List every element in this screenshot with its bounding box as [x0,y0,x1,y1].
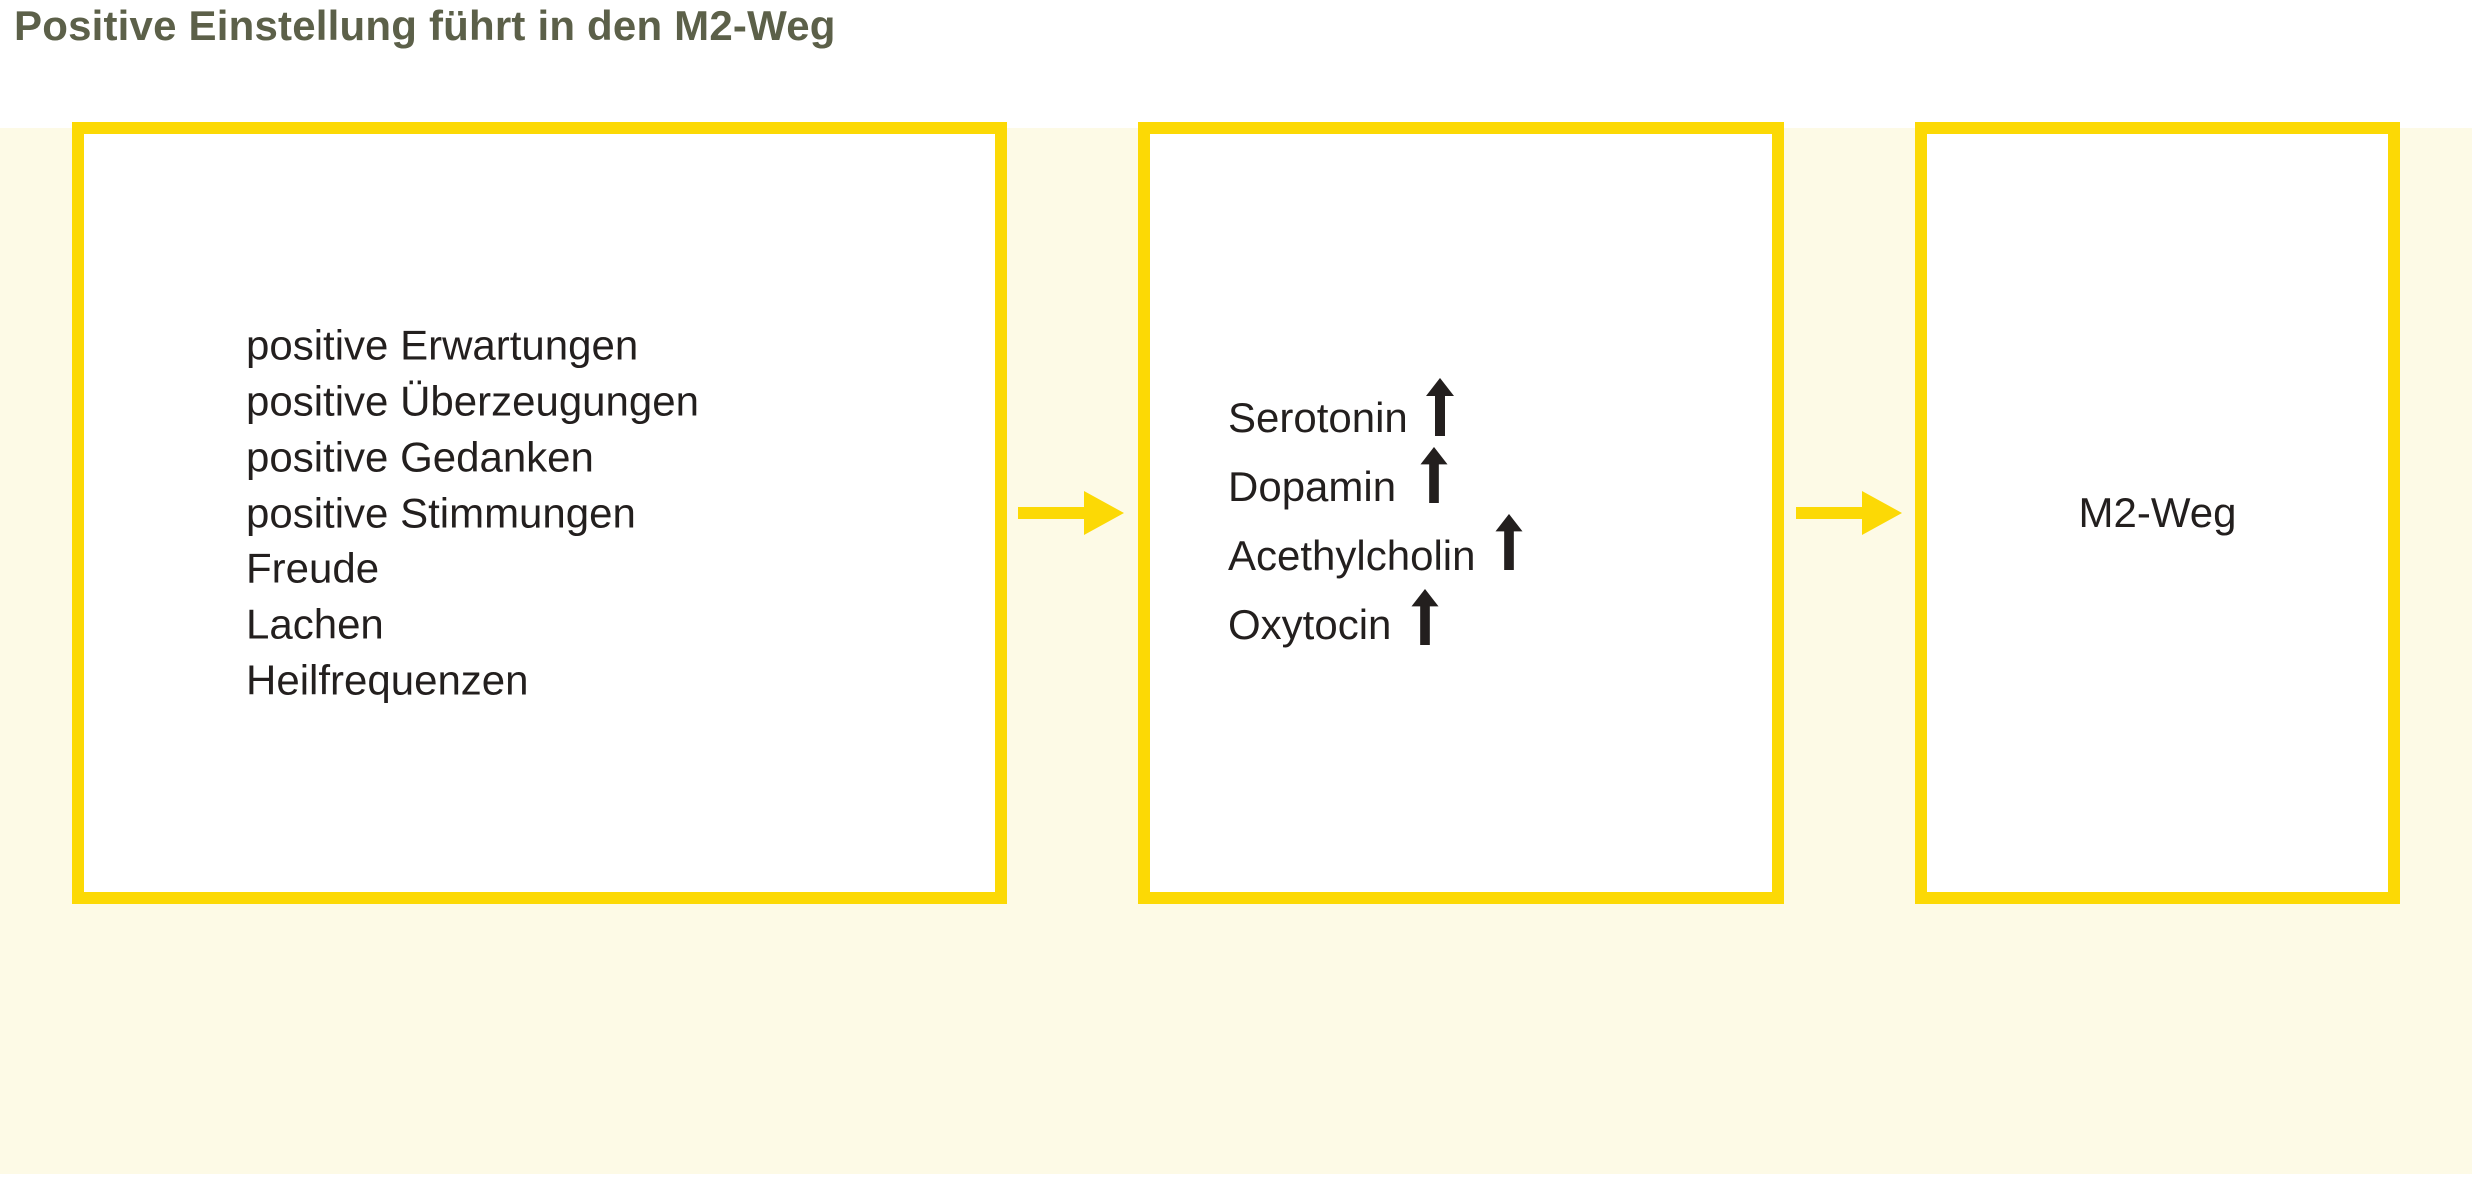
connector-arrow-2 [1796,477,1904,549]
list-item: Dopamin [1228,445,1772,514]
arrow-up-icon [1411,589,1439,646]
list-item: Freude [246,544,380,592]
flow-row: positive Erwartungen positive Überzeugun… [0,122,2472,916]
list-item: Lachen [246,600,384,648]
neurotransmitter-label: Acethylcholin [1228,532,1476,579]
flow-box-outcome: M2-Weg [1915,122,2400,904]
page-title: Positive Einstellung führt in den M2-Weg [14,2,836,49]
connector-arrow-1 [1018,477,1126,549]
list-item: positive Stimmungen [246,489,636,537]
list-item: Oxytocin [1228,583,1772,652]
neurotransmitter-label: Serotonin [1228,393,1408,441]
list-item: positive Überzeugungen [246,377,699,425]
list-item: Heilfrequenzen [246,656,529,704]
flow-box-inputs: positive Erwartungen positive Überzeugun… [72,122,1007,904]
list-item: positive Erwartungen [246,321,639,369]
list-item: Serotonin [1228,374,1772,445]
positive-inputs-list: positive Erwartungen positive Überzeugun… [84,317,995,708]
list-item: Acethylcholin [1228,514,1772,583]
neurotransmitter-label: Oxytocin [1228,601,1392,649]
flow-box-inputs-body: positive Erwartungen positive Überzeugun… [84,317,995,708]
arrow-up-icon [1425,377,1454,436]
arrow-right-icon [1796,477,1904,549]
flow-box-neurotransmitters: Serotonin Dopamin [1138,122,1784,904]
neurotransmitter-label: Dopamin [1228,462,1397,510]
arrow-up-icon [1420,446,1448,503]
arrow-right-icon [1018,477,1126,549]
outcome-label: M2-Weg [2078,489,2237,536]
list-item: positive Gedanken [246,433,594,481]
neurotransmitter-list: Serotonin Dopamin [1150,374,1772,652]
flow-box-outcome-body: M2-Weg [1927,489,2388,537]
arrow-up-icon [1495,514,1523,570]
flow-box-neurotransmitters-body: Serotonin Dopamin [1150,374,1772,652]
